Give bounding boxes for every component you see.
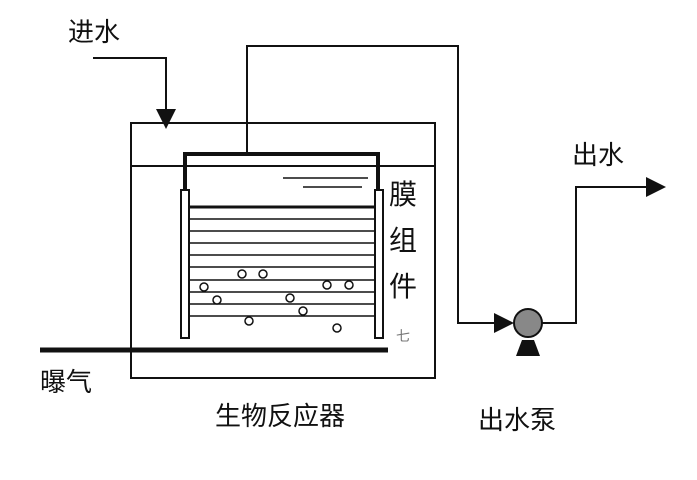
- air-bubble: [344, 280, 354, 290]
- outlet-label: 出水: [572, 141, 625, 171]
- small-mark: 七: [396, 329, 410, 345]
- outlet-pump-label: 出水泵: [478, 406, 557, 436]
- membrane-header-pipe: [183, 152, 380, 190]
- membrane-fibers: [190, 205, 375, 317]
- air-bubble: [285, 293, 295, 303]
- air-bubble: [212, 295, 222, 305]
- air-bubble: [322, 280, 332, 290]
- bioreactor-tank: [130, 122, 436, 379]
- air-bubble: [258, 269, 268, 279]
- inlet-pipe: [93, 57, 176, 129]
- outlet-pump-icon: [513, 308, 543, 356]
- membrane-char: 组: [388, 224, 417, 257]
- aeration-label: 曝气: [40, 368, 93, 398]
- membrane-module-label: 膜 组 件: [388, 172, 418, 310]
- membrane-char: 膜: [388, 178, 417, 211]
- air-bubble: [298, 306, 308, 316]
- outlet-pipe: [542, 177, 666, 324]
- air-bubble: [332, 323, 342, 333]
- air-bubble: [199, 282, 209, 292]
- permeate-pipe: [246, 45, 514, 333]
- membrane-char: 件: [388, 270, 417, 303]
- air-bubbles: [199, 269, 354, 333]
- bioreactor-label: 生物反应器: [215, 402, 346, 432]
- inlet-label: 进水: [68, 18, 121, 48]
- air-bubble: [237, 269, 247, 279]
- membrane-right-tube: [374, 189, 384, 339]
- air-bubble: [244, 316, 254, 326]
- membrane-left-tube: [180, 189, 190, 339]
